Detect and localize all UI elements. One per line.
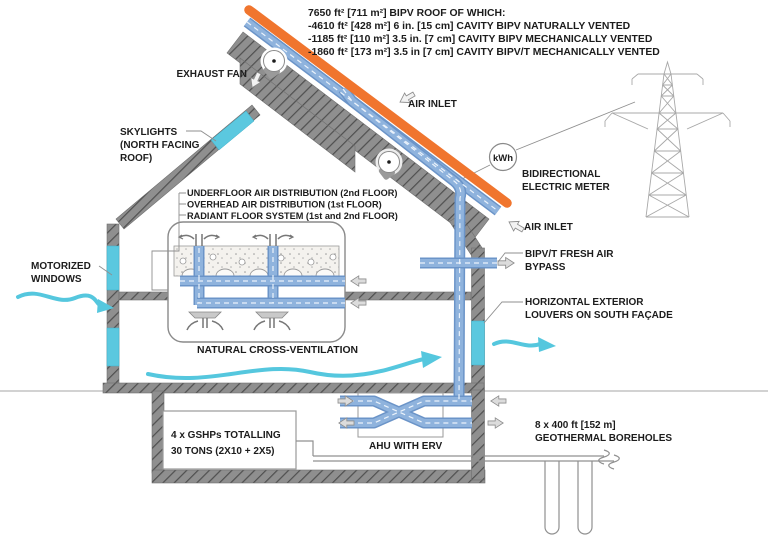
bidirectional-meter-label: ELECTRIC METER bbox=[522, 182, 611, 193]
duct-centerlines bbox=[246, 21, 499, 424]
wind-arrow-interior bbox=[146, 357, 426, 381]
geothermal-loop bbox=[296, 440, 620, 535]
skylights-label: SKYLIGHTS bbox=[120, 127, 178, 138]
natural-ventilation-arrows bbox=[16, 291, 556, 381]
louvers-label: LOUVERS ON SOUTH FAÇADE bbox=[525, 310, 673, 321]
title-line: -1185 ft² [110 m²] 3.5 in. [7 cm] CAVITY… bbox=[308, 34, 653, 45]
exhaust-fan-unit bbox=[260, 47, 288, 79]
leader-lines bbox=[98, 130, 523, 324]
basement-left-wall bbox=[151, 390, 165, 474]
louvers-label: HORIZONTAL EXTERIOR bbox=[525, 297, 644, 308]
distribution-ducts bbox=[180, 248, 345, 309]
gshp-label: 30 TONS (2X10 + 2X5) bbox=[171, 446, 274, 457]
motorized-window-upper bbox=[106, 245, 120, 291]
radiant-tubes bbox=[179, 253, 337, 266]
ground-floor-slab bbox=[102, 382, 485, 394]
borehole-utube bbox=[577, 461, 593, 535]
air-inlet-lower-label: AIR INLET bbox=[524, 222, 573, 233]
pipe-break-icon bbox=[608, 454, 620, 470]
transmission-tower-icon bbox=[604, 60, 731, 218]
south-louver bbox=[471, 320, 485, 366]
basement-floor-slab bbox=[151, 469, 486, 484]
bidirectional-meter-label: BIDIRECTIONAL bbox=[522, 169, 600, 180]
interior-system-label: RADIANT FLOOR SYSTEM (1st and 2nd FLOOR) bbox=[187, 211, 398, 221]
basement-right-wall bbox=[471, 389, 485, 481]
title-line: -4610 ft² [428 m²] 6 in. [15 cm] CAVITY … bbox=[308, 21, 631, 32]
pipe-break-icon bbox=[598, 449, 610, 465]
geothermal-label: GEOTHERMAL BOREHOLES bbox=[535, 433, 672, 444]
motorized-windows-label: MOTORIZED bbox=[31, 261, 91, 272]
glazing bbox=[106, 110, 485, 367]
ahu-right-in-arrow bbox=[490, 395, 507, 407]
wind-arrow-right bbox=[492, 339, 542, 348]
geothermal-label: 8 x 400 ft [152 m] bbox=[535, 420, 616, 431]
interior-system-label: UNDERFLOOR AIR DISTRIBUTION (2nd FLOOR) bbox=[187, 188, 397, 198]
ahu-label: AHU WITH ERV bbox=[369, 441, 442, 452]
air-inlet-arrow-lower bbox=[505, 216, 527, 236]
bipvt-bypass-label: BYPASS bbox=[525, 262, 566, 273]
interior-distribution-box bbox=[167, 221, 346, 343]
bipv-panel-strip bbox=[244, 5, 512, 208]
wind-arrow-left bbox=[16, 291, 102, 307]
air-inlet-upper-label: AIR INLET bbox=[408, 99, 457, 110]
duct-supply-arrow bbox=[350, 275, 367, 287]
natural-cross-ventilation-label: NATURAL CROSS-VENTILATION bbox=[197, 345, 358, 356]
ahu-right-out-arrow bbox=[487, 417, 504, 429]
exhaust-fan-label: EXHAUST FAN bbox=[176, 69, 247, 80]
gshp-label: 4 x GSHPs TOTALLING bbox=[171, 430, 281, 441]
borehole-utube bbox=[544, 461, 560, 535]
cavity-fan-unit bbox=[375, 148, 403, 180]
text-layer: 7650 ft² [711 m²] BIPV ROOF OF WHICH: -4… bbox=[31, 8, 673, 457]
upper-wall-band bbox=[239, 57, 356, 173]
kwh-meter: kWh bbox=[488, 142, 518, 172]
skylights-label: ROOF) bbox=[120, 153, 152, 164]
motorized-window-lower bbox=[106, 327, 120, 367]
title-line: 7650 ft² [711 m²] BIPV ROOF OF WHICH: bbox=[308, 8, 505, 19]
skylights-label: (NORTH FACING bbox=[120, 140, 200, 151]
right-wall bbox=[471, 247, 485, 391]
slab-voids bbox=[181, 268, 335, 277]
title-line: -1860 ft² [173 m²] 3.5 in [7 cm] CAVITY … bbox=[308, 47, 660, 58]
kwh-meter-label: kWh bbox=[493, 153, 513, 164]
gshp-box bbox=[162, 410, 297, 470]
interior-system-label: OVERHEAD AIR DISTRIBUTION (1st FLOOR) bbox=[187, 200, 382, 210]
bipvt-bypass-label: BIPV/T FRESH AIR bbox=[525, 249, 614, 260]
skylight bbox=[210, 110, 255, 151]
motorized-windows-label: WINDOWS bbox=[31, 274, 82, 285]
